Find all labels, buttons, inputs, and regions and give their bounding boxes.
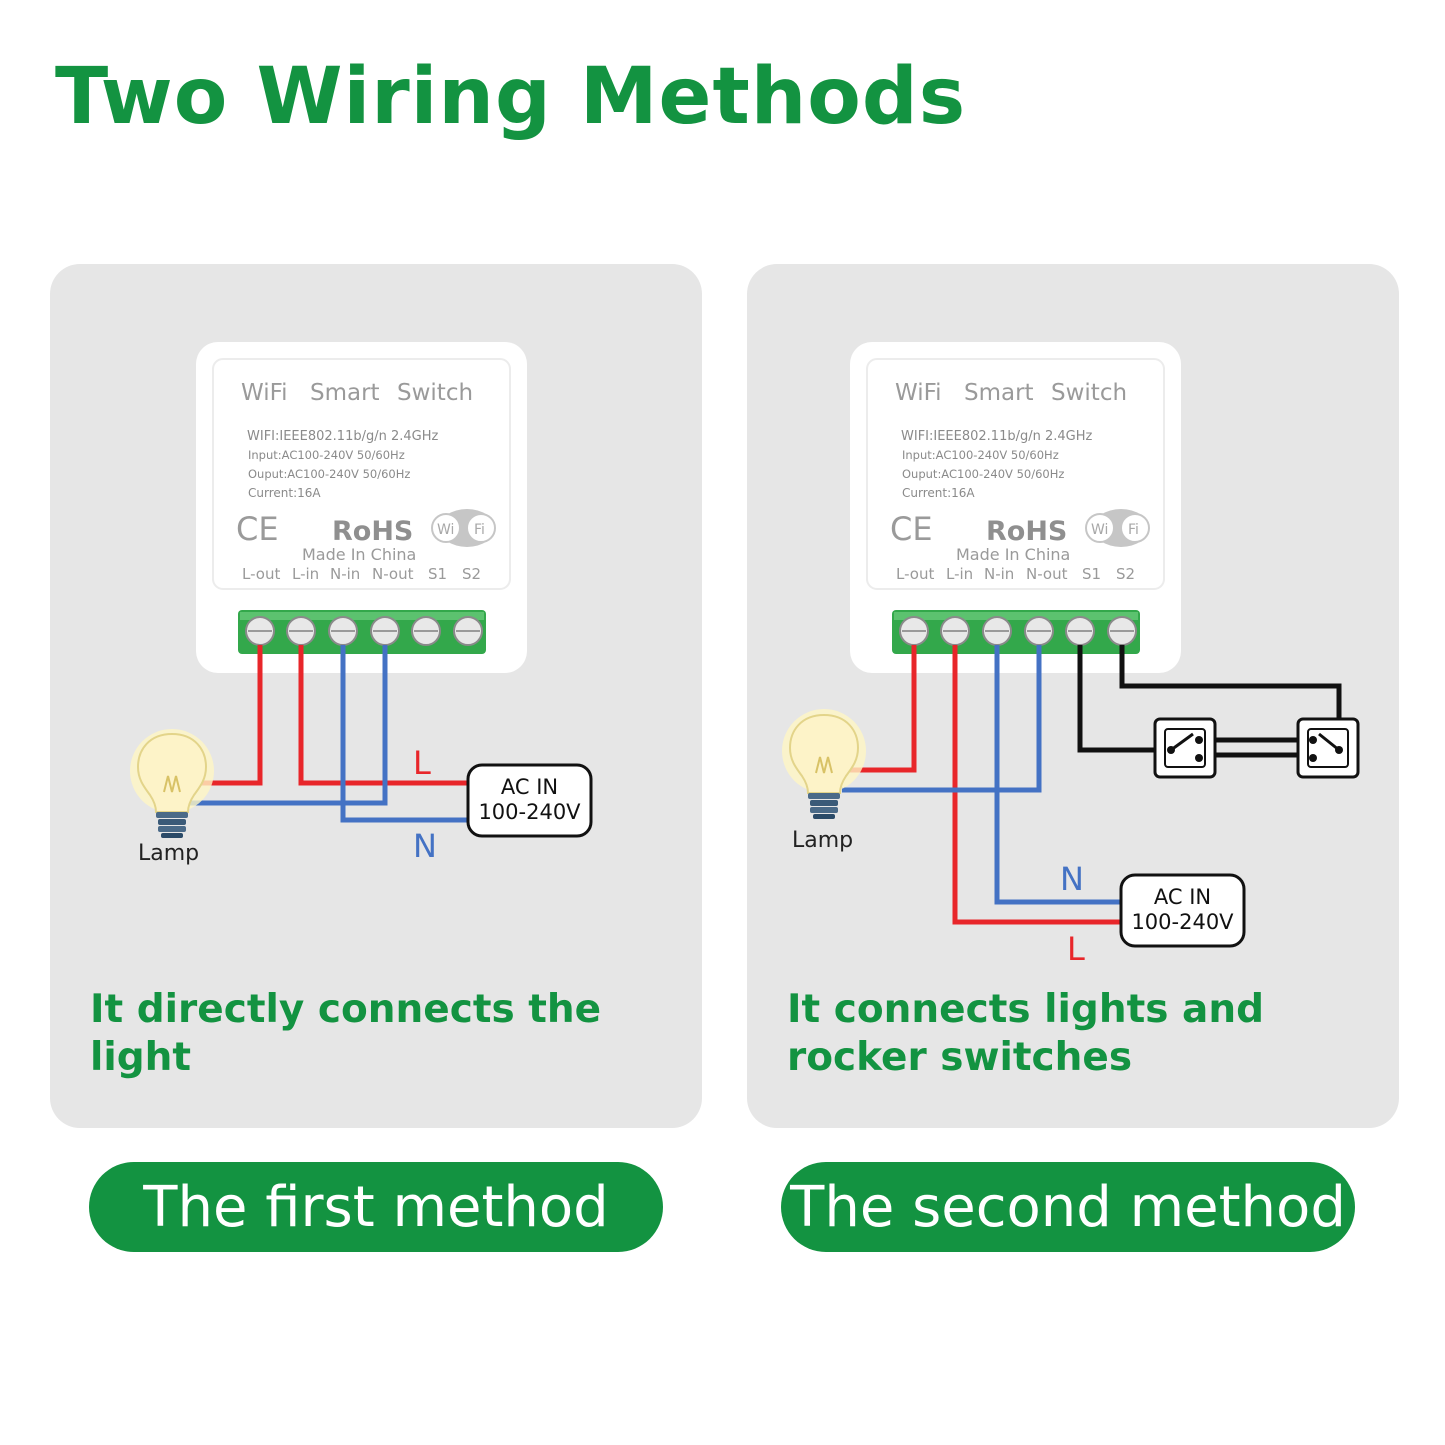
device-spec-line: Input:AC100-240V 50/60Hz bbox=[248, 448, 405, 462]
svg-text:Wi: Wi bbox=[437, 522, 454, 538]
page-title: Two Wiring Methods bbox=[55, 52, 967, 142]
rohs-mark: RoHS bbox=[332, 516, 413, 547]
terminal-block bbox=[892, 610, 1140, 654]
device-heading-smart: Smart bbox=[964, 380, 1034, 406]
rohs-mark: RoHS bbox=[986, 516, 1067, 547]
device-spec-line: WIFI:IEEE802.11b/g/n 2.4GHz bbox=[247, 429, 439, 444]
live-in-wire bbox=[952, 645, 1121, 925]
second-method-panel: WiFi Smart Switch WIFI:IEEE802.11b/g/n 2… bbox=[747, 264, 1399, 1128]
device-heading-smart: Smart bbox=[310, 380, 380, 406]
second-method-label: The second method bbox=[781, 1162, 1355, 1252]
ac-input-box: AC IN 100-240V bbox=[466, 763, 593, 838]
device-spec-line: Current:16A bbox=[902, 486, 975, 500]
first-method-label: The first method bbox=[89, 1162, 663, 1252]
ce-mark: CE bbox=[890, 510, 933, 548]
made-in-china-text: Made In China bbox=[302, 545, 416, 564]
device-heading-wifi: WiFi bbox=[241, 380, 288, 406]
neutral-out-wire bbox=[190, 645, 388, 806]
method-caption: It connects lights and rocker switches bbox=[787, 987, 1265, 1080]
terminal-block bbox=[238, 610, 486, 654]
lamp-bulb-icon bbox=[782, 709, 866, 819]
device-spec-line: Current:16A bbox=[248, 486, 321, 500]
switch-s1-wire bbox=[1077, 645, 1163, 753]
neutral-in-wire bbox=[340, 645, 468, 823]
terminal-label: L-in bbox=[292, 565, 319, 583]
ce-mark: CE bbox=[236, 510, 279, 548]
method-caption: It directly connects the light bbox=[90, 987, 602, 1080]
wifi-logo-icon: Wi Fi bbox=[1085, 509, 1150, 547]
device-spec-line: WIFI:IEEE802.11b/g/n 2.4GHz bbox=[901, 429, 1093, 444]
terminal-label: S1 bbox=[428, 565, 447, 583]
device-heading-switch: Switch bbox=[397, 380, 473, 406]
live-label: L bbox=[1067, 930, 1085, 968]
device-heading-wifi: WiFi bbox=[895, 380, 942, 406]
rocker-switch-2-icon bbox=[1296, 717, 1360, 779]
ac-input-box: AC IN 100-240V bbox=[1119, 873, 1246, 948]
terminal-label: N-in bbox=[984, 565, 1014, 583]
ac-in-label: AC IN bbox=[1154, 885, 1211, 909]
smart-switch-device: WiFi Smart Switch WIFI:IEEE802.11b/g/n 2… bbox=[850, 342, 1181, 673]
second-method-diagram: WiFi Smart Switch WIFI:IEEE802.11b/g/n 2… bbox=[782, 342, 1360, 968]
live-in-wire bbox=[298, 645, 468, 786]
lamp-label: Lamp bbox=[792, 828, 853, 853]
live-out-wire bbox=[849, 645, 917, 773]
terminal-label: N-out bbox=[1026, 565, 1068, 583]
smart-switch-device: WiFi Smart Switch WIFI:IEEE802.11b/g/n 2… bbox=[196, 342, 527, 673]
neutral-in-wire bbox=[994, 645, 1121, 905]
device-spec-line: Input:AC100-240V 50/60Hz bbox=[902, 448, 1059, 462]
svg-text:Fi: Fi bbox=[1128, 522, 1139, 538]
ac-voltage-label: 100-240V bbox=[1131, 910, 1234, 934]
svg-text:Fi: Fi bbox=[474, 522, 485, 538]
terminal-label: S1 bbox=[1082, 565, 1101, 583]
terminal-label: L-out bbox=[242, 565, 280, 583]
svg-text:Wi: Wi bbox=[1091, 522, 1108, 538]
terminal-label: N-out bbox=[372, 565, 414, 583]
neutral-label: N bbox=[413, 827, 437, 865]
lamp-bulb-icon bbox=[130, 729, 214, 838]
device-spec-line: Ouput:AC100-240V 50/60Hz bbox=[248, 467, 410, 481]
first-method-diagram: WiFi Smart Switch WIFI:IEEE802.11b/g/n 2… bbox=[130, 342, 593, 866]
terminal-label: L-out bbox=[896, 565, 934, 583]
terminal-label: L-in bbox=[946, 565, 973, 583]
device-spec-line: Ouput:AC100-240V 50/60Hz bbox=[902, 467, 1064, 481]
rocker-switch-1-icon bbox=[1153, 717, 1217, 779]
ac-in-label: AC IN bbox=[501, 775, 558, 799]
live-out-wire bbox=[200, 645, 263, 786]
neutral-label: N bbox=[1060, 860, 1084, 898]
made-in-china-text: Made In China bbox=[956, 545, 1070, 564]
ac-voltage-label: 100-240V bbox=[478, 800, 581, 824]
terminal-label: S2 bbox=[1116, 565, 1135, 583]
wifi-logo-icon: Wi Fi bbox=[431, 509, 496, 547]
first-method-panel: WiFi Smart Switch WIFI:IEEE802.11b/g/n 2… bbox=[50, 264, 702, 1128]
terminal-label: N-in bbox=[330, 565, 360, 583]
neutral-out-wire bbox=[842, 645, 1042, 793]
device-heading-switch: Switch bbox=[1051, 380, 1127, 406]
live-label: L bbox=[413, 744, 431, 782]
terminal-label: S2 bbox=[462, 565, 481, 583]
lamp-label: Lamp bbox=[138, 841, 199, 866]
